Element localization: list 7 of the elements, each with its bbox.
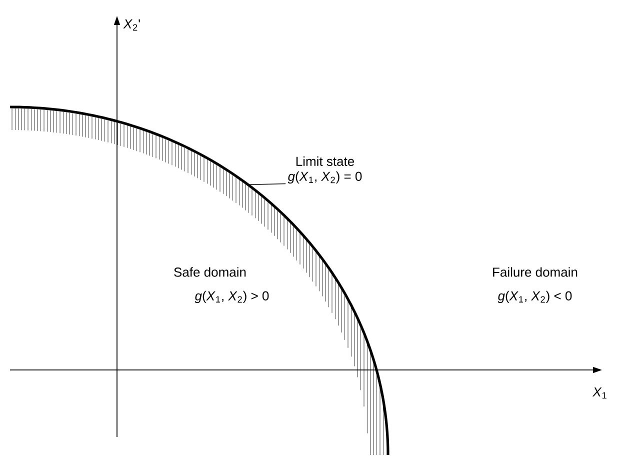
- region-label: g(X$_{1}$, X$_{2}$) < 0: [498, 290, 572, 304]
- region-label: Failure domain: [493, 267, 578, 277]
- leader-line: [248, 183, 286, 185]
- axis-label: X$_{1}$: [592, 387, 606, 399]
- region-label: Safe domain: [174, 267, 246, 277]
- region-label: g(X$_{1}$, X$_{2}$) > 0: [194, 290, 269, 304]
- axis-label: X$_{2}$': [123, 19, 140, 31]
